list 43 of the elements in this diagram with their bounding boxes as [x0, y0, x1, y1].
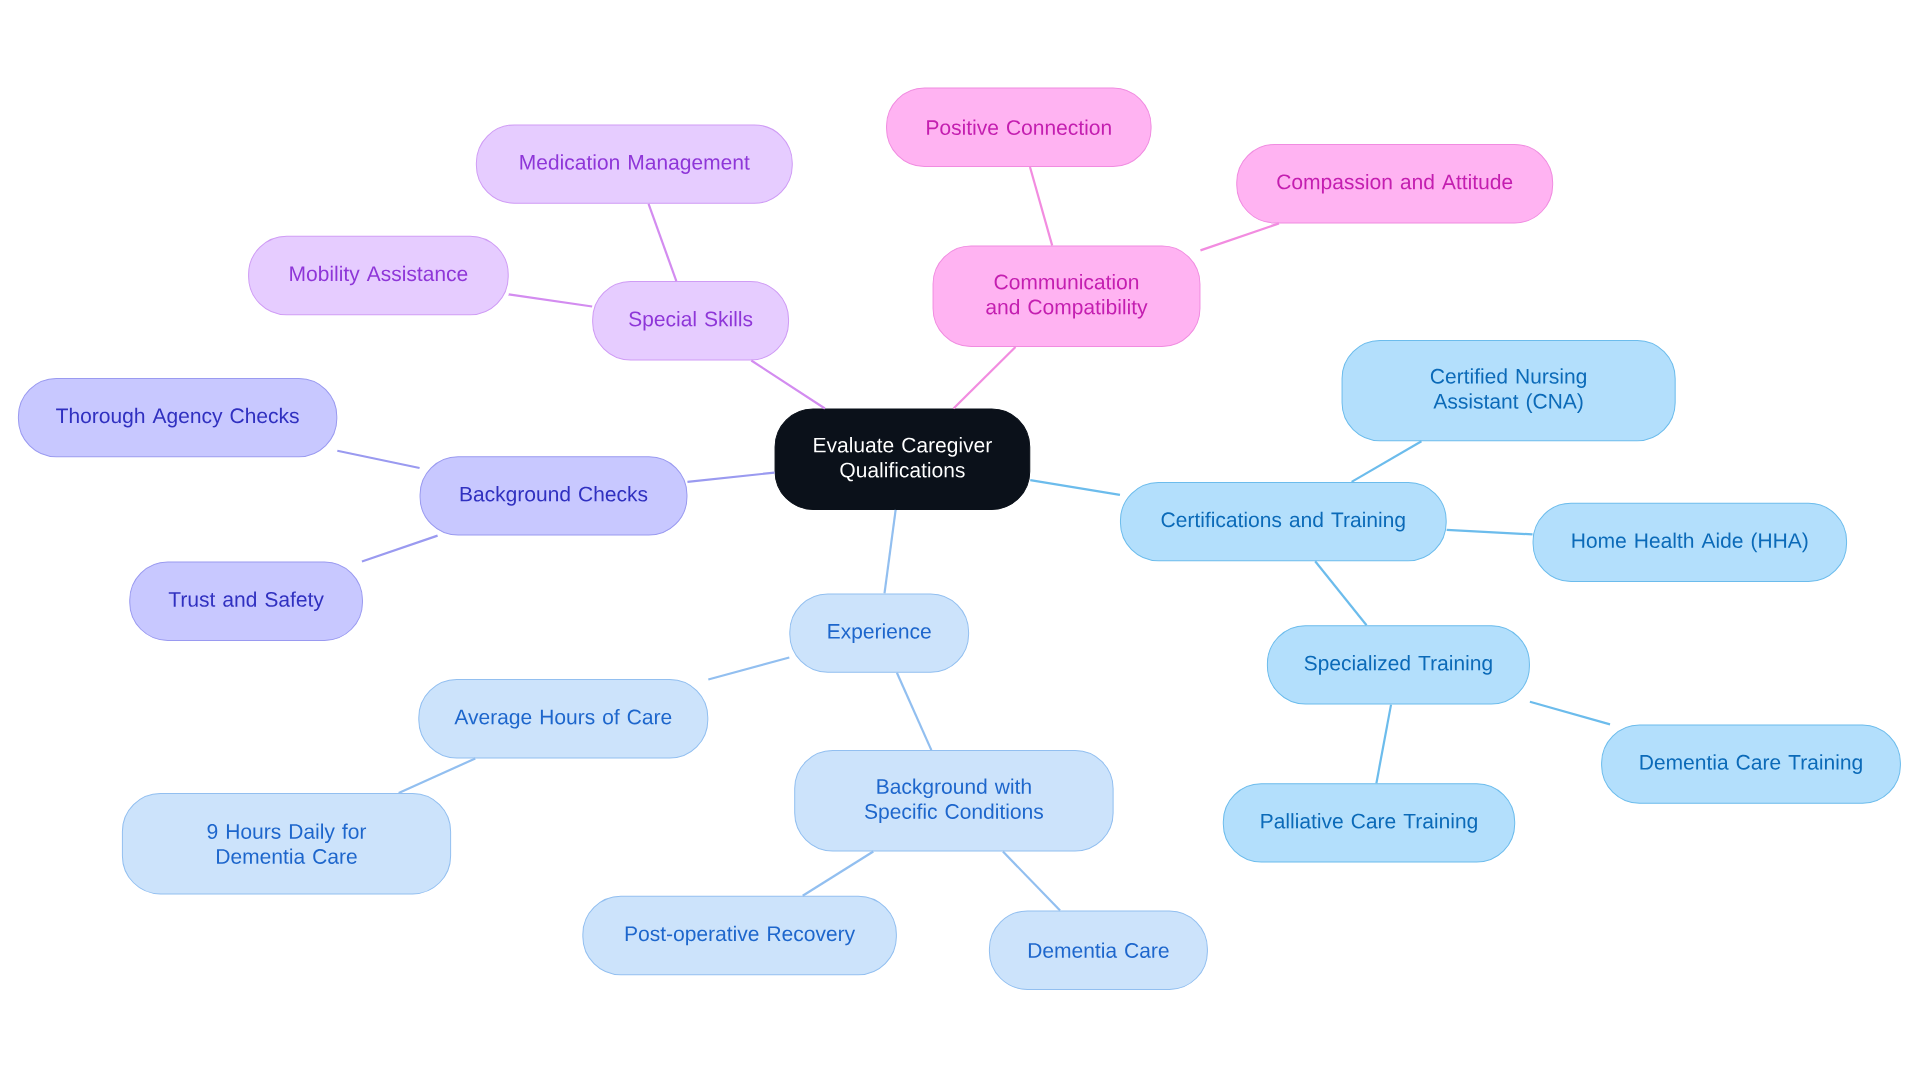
connector-line: [1314, 560, 1368, 626]
connector-line: [895, 672, 933, 751]
connector-line: [883, 509, 897, 594]
topic-box: Home Health Aide (HHA): [1532, 502, 1848, 583]
topic-box: Dementia Care: [988, 910, 1208, 990]
connector-line: [337, 449, 420, 470]
topic-box: Average Hours of Care: [418, 679, 709, 759]
connector-line: [1351, 440, 1422, 483]
connector-line: [1200, 222, 1280, 252]
topic-box: Positive Connection: [886, 87, 1152, 167]
connector-line: [1028, 166, 1054, 246]
connector-line: [647, 203, 678, 282]
topic-box: Communication and Compatibility: [932, 245, 1201, 347]
topic-box: Palliative Care Training: [1222, 783, 1516, 863]
topic-box: Certified Nursing Assistant (CNA): [1341, 339, 1676, 442]
topic-box: Background with Specific Conditions: [794, 750, 1114, 852]
topic-box: Specialized Training: [1266, 625, 1530, 705]
connector-line: [1446, 528, 1533, 536]
connector-line: [508, 293, 593, 308]
topic-box: 9 Hours Daily for Dementia Care: [121, 793, 452, 895]
connector-line: [687, 471, 775, 483]
connector-line: [361, 534, 438, 563]
topic-box: Special Skills: [592, 281, 790, 361]
connector-line: [952, 346, 1017, 410]
connector-line: [1375, 704, 1393, 784]
topic-box: Dementia Care Training: [1601, 724, 1901, 804]
topic-box: Experience: [789, 593, 970, 673]
connector-line: [1030, 479, 1121, 496]
connector-line: [1529, 700, 1611, 726]
topic-box: Mobility Assistance: [248, 235, 509, 316]
connector-line: [708, 656, 790, 681]
root-box: Evaluate Caregiver Qualifications: [774, 408, 1031, 510]
topic-box: Certifications and Training: [1119, 481, 1447, 562]
connector-line: [802, 850, 874, 897]
topic-box: Compassion and Attitude: [1236, 144, 1554, 224]
topic-box: Medication Management: [475, 124, 793, 204]
connector-line: [750, 359, 826, 410]
topic-box: Background Checks: [419, 456, 688, 536]
topic-box: Trust and Safety: [129, 561, 363, 641]
topic-box: Thorough Agency Checks: [17, 377, 338, 458]
topic-box: Post-operative Recovery: [582, 895, 897, 976]
connector-line: [398, 757, 476, 794]
connector-line: [1002, 850, 1061, 912]
